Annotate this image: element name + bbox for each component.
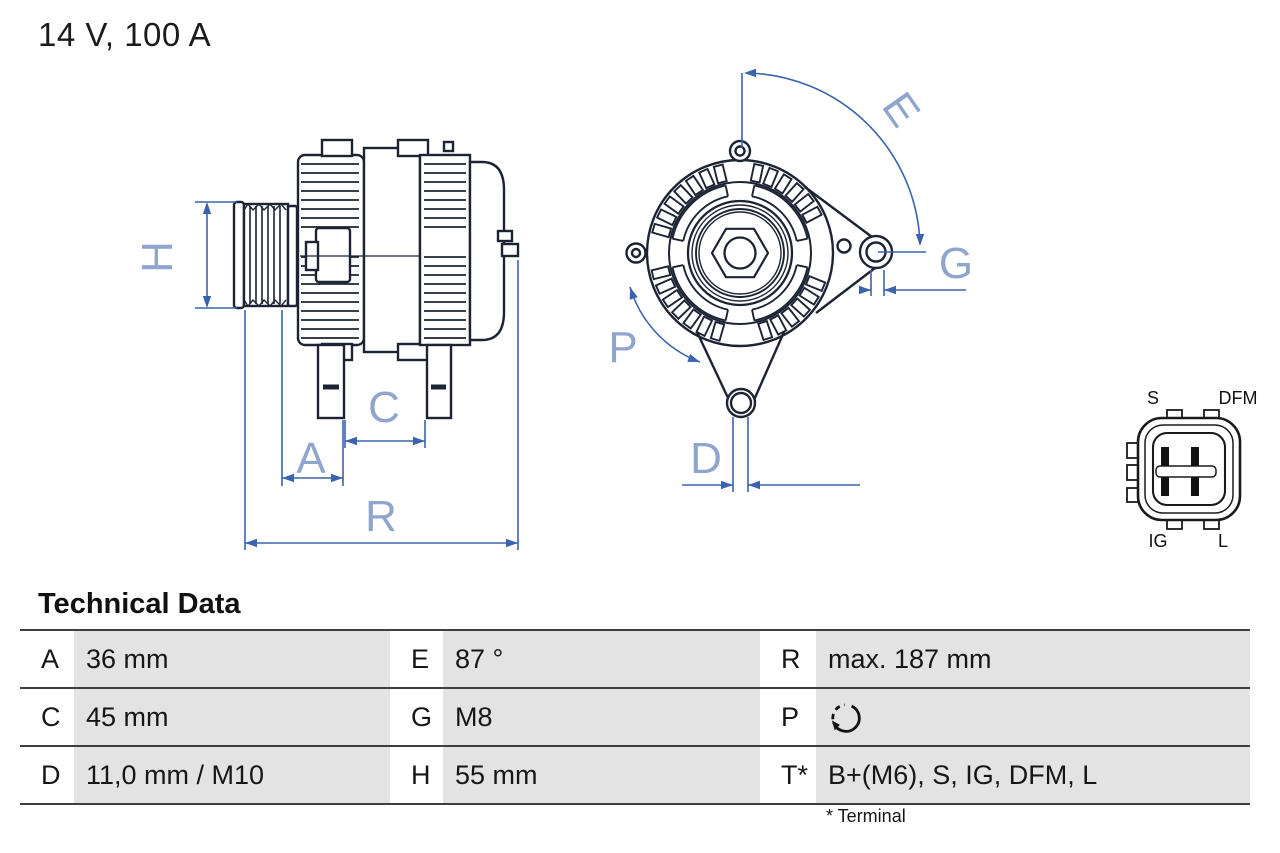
dim-value: 36 mm: [74, 631, 390, 687]
connector-diagram: S DFM IG L: [1126, 388, 1258, 551]
terminal-stud: [500, 242, 520, 258]
cooling-fins-rear: [424, 163, 466, 339]
pin-label-l: L: [1218, 531, 1228, 551]
dim-key: G: [390, 689, 443, 745]
pin-label-s: S: [1147, 388, 1159, 408]
dim-label-g: G: [939, 239, 973, 288]
dim-label-h: H: [140, 241, 182, 273]
dim-value: 87 °: [443, 631, 760, 687]
connector-key-slot: [1155, 465, 1217, 478]
dim-key: C: [20, 689, 74, 745]
dimension-e: [741, 68, 925, 246]
front-dimensions: [626, 68, 966, 492]
dim-label-r: R: [365, 492, 397, 541]
dim-label-p: P: [608, 323, 637, 372]
shaft-center: [723, 236, 757, 270]
rotation-arc-p: [626, 285, 702, 366]
dim-key: P: [760, 689, 816, 745]
left-mounting-ear: [625, 242, 647, 264]
rotation-direction-icon: [831, 703, 861, 733]
technical-data-table: A 36 mm E 87 ° R max. 187 mm C 45 mm G M…: [20, 629, 1250, 805]
connector-pins: [1161, 447, 1199, 496]
dimension-g: [859, 251, 966, 296]
table-row: A 36 mm E 87 ° R max. 187 mm: [20, 629, 1250, 687]
dim-key: D: [20, 747, 74, 803]
dim-value: M8: [443, 689, 760, 745]
pulley: [232, 200, 299, 310]
dim-label-d: D: [690, 434, 722, 483]
mounting-feet: [316, 343, 453, 420]
connector-tab: [1203, 519, 1220, 530]
dim-key: H: [390, 747, 443, 803]
dim-value: 45 mm: [74, 689, 390, 745]
dimension-c: [344, 420, 426, 448]
stator-band: [300, 138, 512, 362]
dim-value: 55 mm: [443, 747, 760, 803]
dimension-r: [244, 260, 519, 550]
top-mounting-lug: [728, 139, 752, 163]
page-title: 14 V, 100 A: [38, 16, 212, 53]
bottom-mounting-foot: [695, 331, 786, 419]
rear-housing: [418, 153, 472, 347]
table-row: C 45 mm G M8 P: [20, 687, 1250, 745]
pin-label-dfm: DFM: [1219, 388, 1258, 408]
front-view-diagram: E G P D: [608, 68, 973, 492]
dimension-a: [281, 310, 344, 486]
dim-label-c: C: [368, 383, 400, 432]
dim-value: B+(M6), S, IG, DFM, L: [816, 747, 1250, 803]
terminal-stud: [496, 229, 514, 243]
dim-key: T*: [760, 747, 816, 803]
front-housing: [296, 153, 366, 347]
dimension-d: [682, 417, 860, 492]
side-view-diagram: H A C R: [140, 138, 520, 550]
dim-value: [816, 689, 1250, 745]
dim-key: R: [760, 631, 816, 687]
dimension-h: [195, 201, 237, 309]
dim-value: 11,0 mm / M10: [74, 747, 390, 803]
alternator-front-body: [625, 139, 894, 419]
side-dimensions: [195, 201, 519, 550]
dim-key: A: [20, 631, 74, 687]
terminal-footnote: * Terminal: [826, 806, 906, 826]
dim-key: E: [390, 631, 443, 687]
alternator-side-body: [232, 138, 520, 420]
dim-value: max. 187 mm: [816, 631, 1250, 687]
bearing-bracket: [314, 226, 352, 284]
table-row: D 11,0 mm / M10 H 55 mm T* B+(M6), S, IG…: [20, 745, 1250, 805]
dim-label-e: E: [872, 84, 929, 136]
rear-cover: [468, 160, 520, 342]
connector-tab: [1166, 519, 1183, 530]
pin-label-ig: IG: [1148, 531, 1167, 551]
dim-label-a: A: [296, 434, 326, 483]
technical-data-heading: Technical Data: [38, 588, 241, 620]
